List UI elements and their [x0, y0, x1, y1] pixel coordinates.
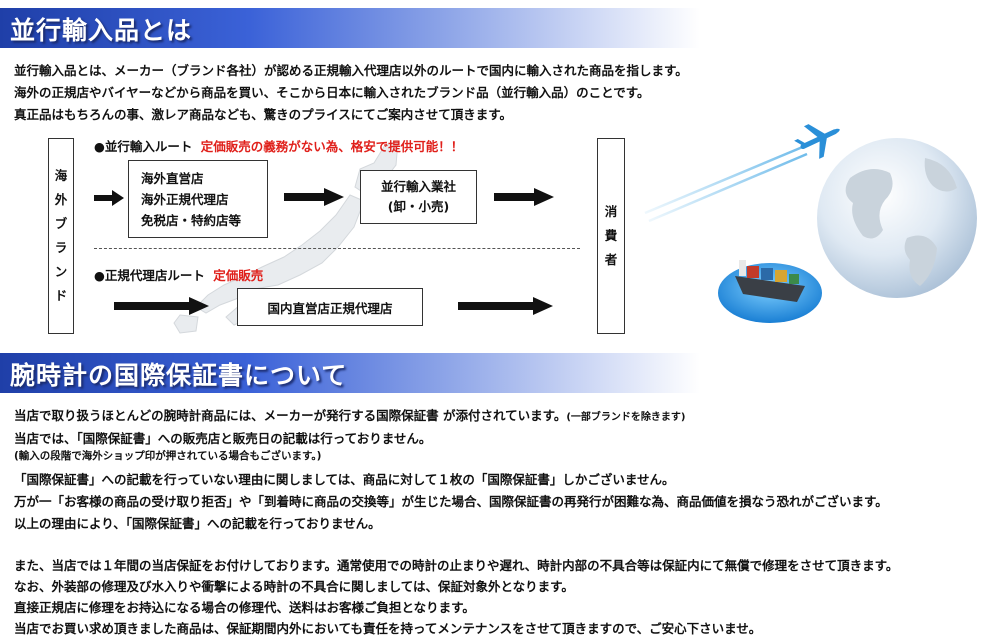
arrow-right-icon [458, 297, 553, 315]
overseas-brand-box: 海 外 ブ ラ ン ド [48, 138, 74, 334]
parallel-importer-box: 並行輸入業社 (卸・小売) [360, 170, 477, 224]
section1-line-1: 並行輸入品とは、メーカー（ブランド各社）が認める正規輸入代理店以外のルートで国内… [14, 63, 688, 78]
official-route-heading: ●正規代理店ルート 定価販売 [94, 265, 263, 284]
section2-line-3: (輸入の段階で海外ショップ印が押されている場合もございます。) [14, 450, 322, 462]
route-divider [94, 248, 580, 249]
domestic-store-name: 国内直営店正規代理店 [267, 300, 393, 316]
consumer-char: 費 [604, 228, 618, 243]
parallel-route-label: ●並行輸入ルート [94, 139, 193, 154]
travel-illustration [644, 124, 977, 323]
section1-line-3: 真正品はもちろんの事、激レア商品なども、驚きのプライスにてご案内させて頂きます。 [14, 107, 513, 122]
section2-line-4: 「国際保証書」への記載を行っていない理由に関しましては、商品に対して１枚の「国際… [14, 472, 675, 487]
section1-line-2: 海外の正規店やバイヤーなどから商品を買い、そこから日本に輸入されたブランド品（並… [14, 85, 650, 100]
consumer-char: 消 [604, 204, 618, 219]
arrow-right-icon [94, 190, 124, 206]
brand-char: ン [54, 264, 68, 279]
section2-line-9: 直接正規店に修理をお持込になる場合の修理代、送料はお客様ご負担となります。 [14, 600, 475, 615]
arrow-right-icon [284, 188, 344, 206]
brand-char: ラ [54, 240, 68, 255]
section2-line-5: 万が一「お客様の商品の受け取り拒否」や「到着時に商品の交換等」が生じた場合、国際… [14, 494, 888, 509]
section2-banner: 腕時計の国際保証書について [0, 353, 1000, 393]
parallel-route-heading: ●並行輸入ルート 定価販売の義務がない為、格安で提供可能！！ [94, 136, 463, 155]
contrail-lines [644, 144, 808, 223]
domestic-store-box: 国内直営店正規代理店 [237, 288, 423, 326]
overseas-sources-box: 海外直営店 海外正規代理店 免税店・特約店等 [128, 160, 268, 238]
globe-icon [817, 138, 977, 298]
arrow-right-icon [494, 188, 554, 206]
overseas-source-item: 海外直営店 [141, 170, 204, 186]
cargo-ship-icon [718, 260, 822, 323]
brand-char: 海 [54, 168, 68, 183]
official-route-label: ●正規代理店ルート [94, 268, 205, 283]
section2-line-8: なお、外装部の修理及び水入りや衝撃による時計の不具合に関しましては、保証対象外と… [14, 579, 574, 594]
airplane-icon [794, 124, 840, 159]
section2-line-10: 当店でお買い求め頂きました商品は、保証期間内外においても責任を持ってメンテナンス… [14, 621, 762, 636]
parallel-route-note: 定価販売の義務がない為、格安で提供可能！！ [200, 139, 464, 154]
brand-char: ブ [54, 216, 68, 231]
consumer-box: 消 費 者 [597, 138, 625, 334]
arrow-right-icon [114, 297, 209, 315]
section2-title: 腕時計の国際保証書について [10, 361, 348, 390]
overseas-source-item: 海外正規代理店 [141, 191, 229, 207]
section2-line-1-main: 当店で取り扱うほとんどの腕時計商品には、メーカーが発行する国際保証書 が添付され… [14, 408, 567, 423]
official-route-note: 定価販売 [213, 268, 264, 283]
importer-name: 並行輸入業社 [380, 179, 456, 194]
section2-line-1-note: (一部ブランドを除きます) [566, 412, 686, 423]
section2-line-1: 当店で取り扱うほとんどの腕時計商品には、メーカーが発行する国際保証書 が添付され… [14, 405, 686, 424]
section2-line-7: また、当店では１年間の当店保証をお付けしております。通常使用での時計の止まりや遅… [14, 558, 899, 573]
section2-line-2: 当店では、「国際保証書」への販売店と販売日の記載は行っておりません。 [14, 431, 432, 446]
section1-title: 並行輸入品とは [10, 16, 193, 45]
brand-char: ド [54, 288, 68, 303]
overseas-source-item: 免税店・特約店等 [141, 212, 242, 228]
section1-banner: 並行輸入品とは [0, 8, 1000, 48]
consumer-char: 者 [604, 252, 618, 267]
brand-char: 外 [54, 192, 68, 207]
importer-type: (卸・小売) [387, 199, 450, 214]
section2-line-6: 以上の理由により、「国際保証書」への記載を行っておりません。 [14, 516, 381, 531]
